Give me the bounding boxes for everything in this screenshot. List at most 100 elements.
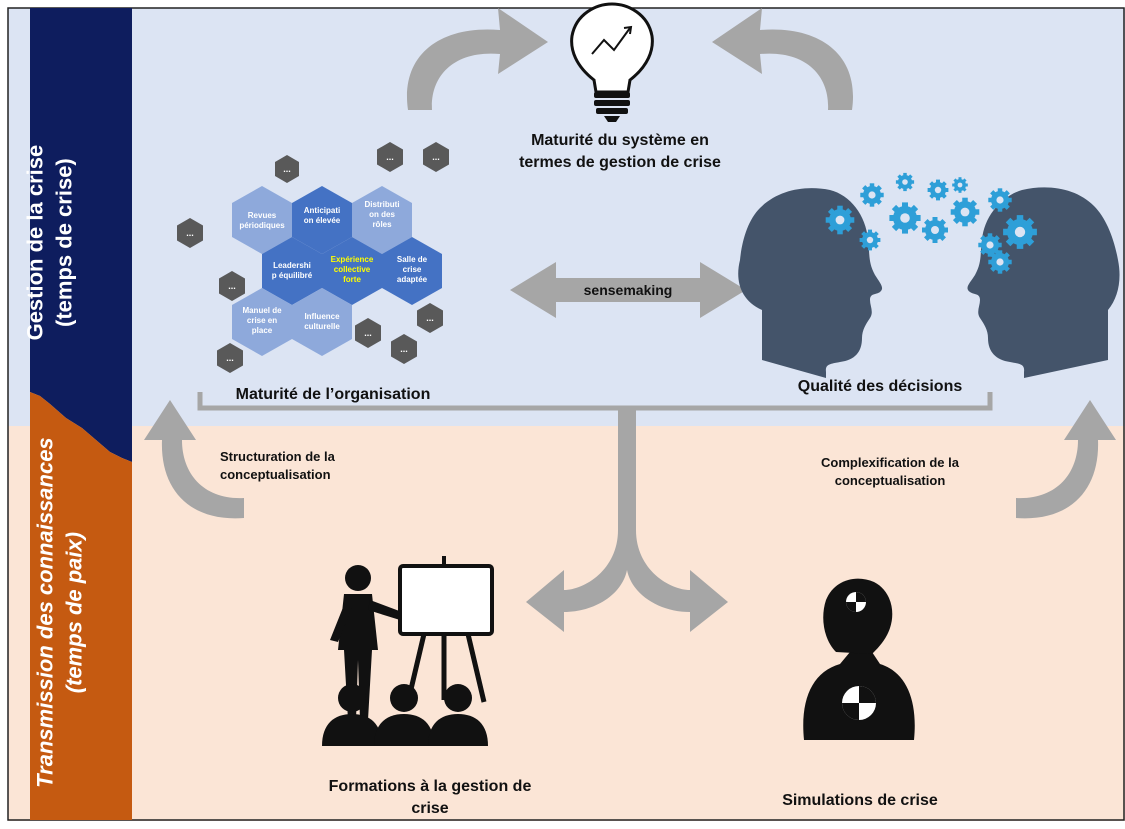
system-maturity-label: Maturité du système en termes de gestion… [470, 130, 770, 173]
hex-small [391, 334, 417, 364]
peace-band-label: Transmission des connaissances (temps de… [31, 403, 88, 823]
ellipsis: ... [432, 152, 440, 162]
hex-leadership-line2: p équilibré [272, 271, 313, 280]
hex-anticipation-line2: on élevée [304, 216, 341, 225]
hex-influence [292, 288, 352, 356]
svg-text:crise en: crise en [247, 316, 277, 325]
hex-small [423, 142, 449, 172]
complexification-line1: Complexification de la [821, 455, 959, 470]
easel-icon [398, 556, 494, 703]
hex-leadership [262, 237, 322, 305]
small-hex-ellipses: ... ... ... ... ... ... ... ... ... [186, 152, 440, 363]
svg-text:périodiques: périodiques [239, 221, 285, 230]
svg-text:on des: on des [369, 210, 395, 219]
structuration-label: Structuration de la conceptualisation [220, 448, 370, 483]
ellipsis: ... [283, 164, 291, 174]
lightbulb-icon [570, 2, 654, 94]
peace-band-line1: Transmission des connaissances [32, 437, 58, 788]
system-maturity-line1: Maturité du système en [531, 132, 709, 149]
svg-text:culturelle: culturelle [304, 322, 340, 331]
training-label: Formations à la gestion de crise [270, 776, 590, 819]
arrow-complexification [1016, 400, 1116, 519]
ellipsis: ... [226, 353, 234, 363]
simulations-label: Simulations de crise [782, 792, 938, 809]
hex-experience-line3: forte [343, 275, 361, 284]
hex-manuel-line1: Manuel de [242, 306, 282, 315]
hex-small [177, 218, 203, 248]
hex-manuel [232, 288, 292, 356]
bulb-base-ring-2 [594, 100, 630, 106]
hex-salle [382, 237, 442, 305]
crash-test-dummy-icon [803, 578, 915, 740]
hex-revues [232, 186, 292, 254]
organisation-maturity-label: Maturité de l’organisation [235, 386, 431, 403]
crisis-band-line1: Gestion de la crise [22, 144, 48, 341]
arrow-to-system-right [712, 8, 854, 110]
svg-text:p équilibré: p équilibré [272, 271, 313, 280]
ellipsis: ... [228, 281, 236, 291]
crisis-band-label: Gestion de la crise (temps de crise) [21, 93, 78, 393]
bulb-base-ring-3 [596, 108, 628, 114]
svg-text:Salle de: Salle de [397, 255, 428, 264]
hex-distribution-line1: Distributi [364, 200, 399, 209]
svg-text:Distributi: Distributi [364, 200, 399, 209]
hex-distribution-line2: on des [369, 210, 395, 219]
structuration-line1: Structuration de la [220, 449, 335, 464]
complexification-line2: conceptualisation [834, 472, 946, 488]
decision-quality-label: Qualité des décisions [797, 378, 963, 395]
system-maturity-line2: termes de gestion de crise [519, 153, 721, 171]
hex-experience-line1: Expérience [331, 255, 374, 264]
svg-text:Leadershi: Leadershi [273, 261, 311, 270]
hex-small [417, 303, 443, 333]
hex-small [355, 318, 381, 348]
svg-text:rôles: rôles [372, 220, 392, 229]
arrow-structuration [144, 400, 244, 519]
bulb-base-ring-1 [594, 92, 630, 98]
ellipsis: ... [386, 152, 394, 162]
ellipsis: ... [186, 228, 194, 238]
svg-text:crise: crise [403, 265, 422, 274]
structuration-line2: conceptualisation [220, 466, 331, 482]
split-arrow [526, 406, 728, 632]
outer-border [7, 7, 1125, 821]
hex-small [377, 142, 403, 172]
svg-text:adaptée: adaptée [397, 275, 428, 284]
left-head-icon [738, 188, 883, 378]
svg-text:Expérience: Expérience [331, 255, 374, 264]
ellipsis: ... [400, 344, 408, 354]
arrow-to-system-left [406, 8, 548, 110]
training-line2: crise [411, 799, 449, 817]
hex-salle-line1: Salle de [397, 255, 428, 264]
hex-small [219, 271, 245, 301]
sensemaking-label: sensemaking [583, 282, 673, 298]
hex-salle-line2: crise [403, 265, 422, 274]
audience-icon [322, 684, 488, 746]
svg-text:Influence: Influence [304, 312, 340, 321]
svg-text:Anticipati: Anticipati [304, 206, 340, 215]
ellipsis: ... [364, 328, 372, 338]
complexification-label: Complexification de la conceptualisation [790, 454, 990, 489]
hex-revues-line1: Revues [248, 211, 277, 220]
hex-distribution-line3: rôles [372, 220, 392, 229]
hex-manuel-line2: crise en [247, 316, 277, 325]
hex-anticipation-line1: Anticipati [304, 206, 340, 215]
peace-side-band [30, 392, 132, 820]
crisis-band-line2: (temps de crise) [51, 158, 76, 327]
hex-distribution [352, 186, 412, 254]
crisis-time-band [8, 8, 1125, 426]
svg-text:Manuel de: Manuel de [242, 306, 282, 315]
section-bracket [197, 392, 993, 411]
svg-text:collective: collective [334, 265, 371, 274]
hex-experience [322, 237, 382, 305]
hex-influence-line2: culturelle [304, 322, 340, 331]
svg-text:on élevée: on élevée [304, 216, 341, 225]
crisis-side-band [30, 8, 132, 462]
hex-small [217, 343, 243, 373]
hex-influence-line1: Influence [304, 312, 340, 321]
peace-band-line2: (temps de paix) [61, 531, 86, 694]
svg-text:Revues: Revues [248, 211, 277, 220]
ellipsis: ... [426, 313, 434, 323]
sensemaking-arrow [510, 262, 746, 318]
